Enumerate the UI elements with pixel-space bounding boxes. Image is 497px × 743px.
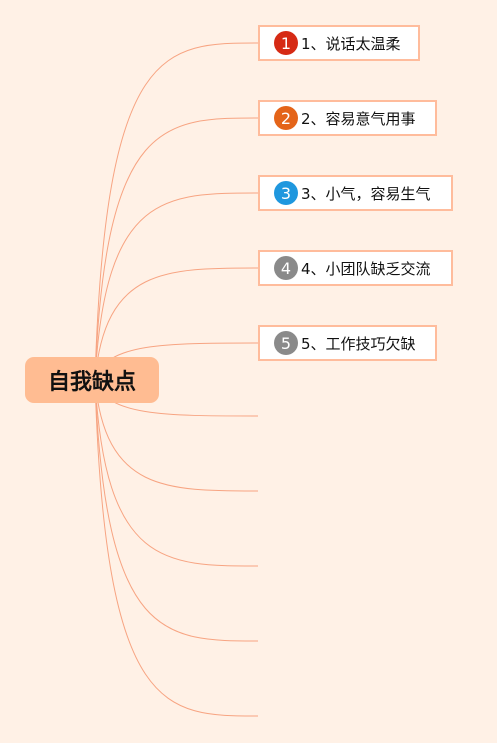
priority-3-icon: 3 — [274, 181, 298, 205]
priority-5-icon: 5 — [274, 331, 298, 355]
branch-node-4-label: 4、小团队缺乏交流 — [301, 259, 431, 278]
branch-node-1-label: 1、说话太温柔 — [301, 34, 401, 53]
priority-1-icon: 1 — [274, 31, 298, 55]
branch-node-4[interactable]: 4 4、小团队缺乏交流 — [258, 250, 453, 286]
connector-10 — [94, 379, 259, 717]
branch-node-3-label: 3、小气，容易生气 — [301, 184, 431, 203]
branch-node-2-label: 2、容易意气用事 — [301, 109, 416, 128]
branch-node-3[interactable]: 3 3、小气，容易生气 — [258, 175, 453, 211]
priority-2-icon: 2 — [274, 106, 298, 130]
connector-3 — [94, 192, 259, 381]
branch-node-1[interactable]: 1 1、说话太温柔 — [258, 25, 420, 61]
branch-node-5-label: 5、工作技巧欠缺 — [301, 334, 416, 353]
connector-1 — [94, 42, 259, 381]
branch-node-2[interactable]: 2 2、容易意气用事 — [258, 100, 437, 136]
priority-4-icon: 4 — [274, 256, 298, 280]
root-topic[interactable]: 自我缺点 — [25, 357, 159, 403]
connector-2 — [94, 117, 259, 381]
connector-9 — [94, 379, 259, 642]
root-topic-label: 自我缺点 — [47, 370, 136, 395]
connector-8 — [94, 379, 259, 567]
connector-7 — [94, 379, 259, 492]
connector-4 — [94, 267, 259, 381]
branch-node-5[interactable]: 5 5、工作技巧欠缺 — [258, 325, 437, 361]
